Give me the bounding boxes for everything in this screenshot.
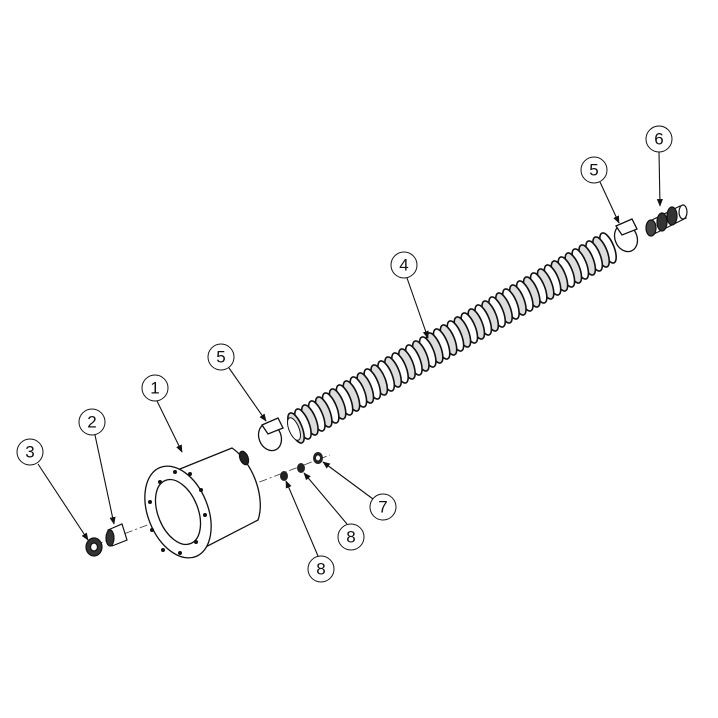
callout-7: 7 (369, 493, 397, 521)
part-5-clamp-lower (257, 417, 284, 452)
callout-3: 3 (16, 438, 44, 466)
callout-2: 2 (78, 408, 106, 436)
part-7-nut (313, 452, 323, 464)
part-3-nut (85, 537, 103, 557)
hose-end-opening (287, 417, 301, 441)
callout-5-lower: 5 (207, 343, 235, 371)
callout-8-b: 8 (307, 555, 335, 583)
part-8-washer-a (280, 471, 288, 481)
svg-text:2: 2 (87, 413, 96, 432)
callout-6: 6 (645, 125, 673, 153)
svg-text:5: 5 (589, 161, 598, 180)
leader-lines (37, 151, 663, 557)
part-4-corrugated-hose (287, 232, 617, 444)
svg-text:1: 1 (150, 379, 159, 398)
svg-text:7: 7 (378, 498, 387, 517)
part-1-housing (144, 447, 261, 559)
callout-1: 1 (141, 374, 169, 402)
svg-text:5: 5 (216, 348, 225, 367)
part-8-washer-b (297, 463, 305, 473)
svg-text:6: 6 (654, 130, 663, 149)
center-axis-line (94, 454, 331, 546)
callout-4: 4 (390, 251, 418, 279)
svg-text:4: 4 (399, 256, 408, 275)
part-2-fitting (105, 523, 128, 547)
part-6-barb-fitting (645, 204, 688, 237)
svg-text:8: 8 (346, 528, 355, 547)
svg-text:8: 8 (316, 560, 325, 579)
svg-text:3: 3 (25, 443, 34, 462)
bolt-holes (148, 470, 207, 555)
callout-5-upper: 5 (580, 156, 608, 184)
part-5-clamp-upper (613, 218, 639, 253)
callout-8-a: 8 (337, 523, 365, 551)
